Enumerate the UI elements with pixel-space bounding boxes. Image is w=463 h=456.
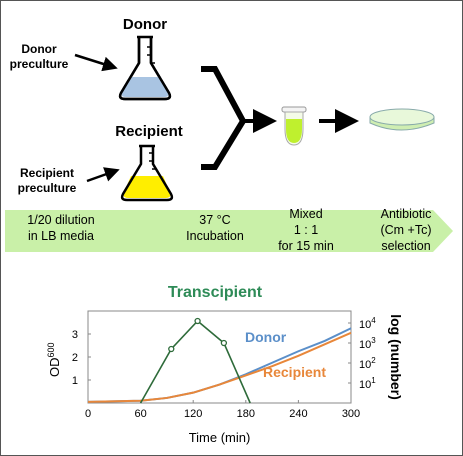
step-4-line-1: Antibiotic [381, 207, 432, 221]
recipient-title: Recipient [115, 123, 183, 140]
petri-plate-icon [369, 108, 435, 131]
series-point-transcipient [168, 345, 175, 353]
donor-preculture-label-2: preculture [10, 57, 69, 71]
y-right-tick-label: 102 [359, 356, 376, 371]
plot-frame [87, 310, 352, 404]
recipient-preculture-label-1: Recipient [20, 166, 74, 180]
y-right-tick-label: 104 [359, 316, 376, 331]
series-point-transcipient [194, 317, 201, 325]
y-right-axis-label: log (number) [388, 314, 404, 400]
series-line-transcipient [139, 319, 251, 404]
x-tick-label: 300 [342, 408, 360, 420]
recipient-preculture-label-2: preculture [18, 181, 77, 195]
x-axis-label: Time (min) [189, 430, 251, 445]
recipient-flask-icon [120, 144, 174, 202]
step-2-line-1: 37 °C [199, 213, 230, 227]
x-tick-label: 60 [134, 408, 146, 420]
x-tick-label: 180 [237, 408, 255, 420]
donor-arrow [74, 53, 118, 72]
y-right-tick-label: 103 [359, 336, 376, 351]
donor-title: Donor [123, 16, 167, 33]
step-3-line-2: 1 : 1 [294, 223, 318, 237]
y-left-tick-label: 1 [72, 375, 78, 387]
x-tick-label: 0 [85, 408, 91, 420]
step-4-line-3: selection [381, 239, 430, 253]
step-3-line-3: for 15 min [278, 239, 334, 253]
growth-chart: 0 60 120 180 240 300 1 2 3 101 102 103 104DonorRecip… [46, 310, 404, 445]
series-line-recipient [87, 331, 352, 403]
step-2-line-2: Incubation [186, 229, 244, 243]
step-1-line-2: in LB media [28, 229, 94, 243]
timeline-arrow [5, 210, 453, 252]
x-tick-label: 120 [184, 408, 202, 420]
step-3-line-1: Mixed [289, 207, 322, 221]
recipient-arrow [86, 167, 120, 183]
donor-preculture-label-1: Donor [21, 42, 57, 56]
step-4-line-2: (Cm +Tc) [380, 223, 431, 237]
chart-title: Transcipient [168, 284, 263, 301]
y-left-tick-label: 3 [72, 329, 78, 341]
x-tick-label: 240 [289, 408, 307, 420]
y-left-axis-label: OD600 [46, 342, 62, 377]
tube-icon [281, 106, 307, 146]
y-right-tick-label: 101 [359, 376, 376, 391]
merge-bracket [201, 66, 247, 170]
donor-flask-icon [118, 35, 172, 101]
donor-series-label: Donor [245, 329, 287, 345]
recipient-series-label: Recipient [263, 364, 326, 380]
step-1-line-1: 1/20 dilution [27, 213, 94, 227]
y-left-tick-label: 2 [72, 352, 78, 364]
series-point-transcipient [220, 339, 228, 347]
